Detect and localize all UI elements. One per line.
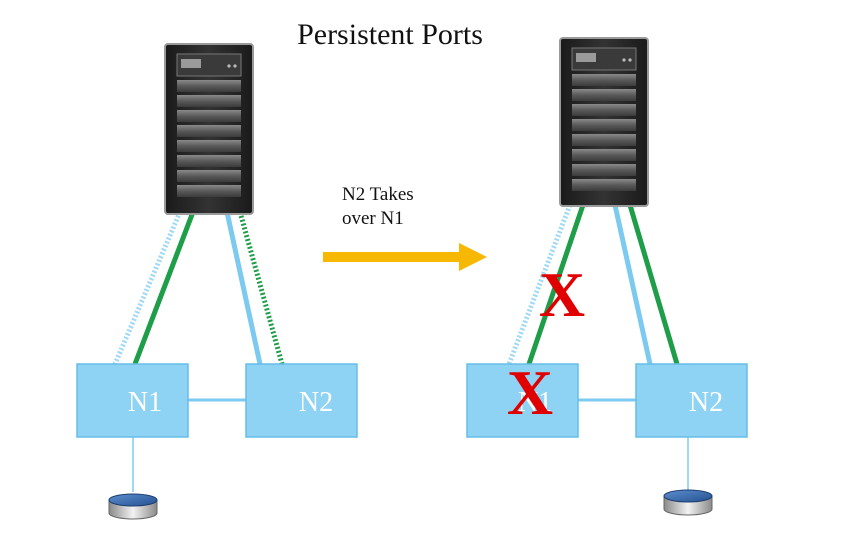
- failover-label-line2: over N1: [342, 208, 404, 229]
- right-topology: N1 N2 X X: [466, 37, 748, 516]
- left-standby-link-n1: [112, 211, 183, 365]
- left-node-n1: N1: [76, 363, 189, 438]
- right-storage-disk-icon: [663, 489, 713, 516]
- right-node-n1: N1: [466, 363, 579, 438]
- node-failure-mark: X: [507, 357, 553, 428]
- failover-label-line1: N2 Takes: [342, 184, 414, 205]
- left-active-link-n2: [224, 211, 263, 365]
- right-active-link-n2: [612, 204, 653, 365]
- left-active-link-n1: [132, 211, 196, 365]
- left-standby-link-n2: [237, 211, 285, 365]
- failover-arrow-label: N2 Takes over N1: [342, 183, 414, 231]
- right-server-rack-icon: [559, 37, 649, 207]
- failover-arrow-icon: [323, 243, 487, 271]
- right-failed-link-n1: [526, 204, 586, 365]
- link-failure-mark: X: [539, 259, 585, 330]
- left-storage-disk-icon: [108, 493, 158, 520]
- left-topology: N1 N2: [76, 43, 358, 520]
- diagram-title: Persistent Ports: [297, 18, 483, 51]
- right-node-n2: N2: [635, 363, 748, 438]
- left-node-n1-label: N1: [128, 387, 162, 418]
- right-node-n2-label: N2: [689, 387, 723, 418]
- right-standby-link-n1: [506, 204, 573, 365]
- right-node-n1-label: N1: [518, 387, 552, 418]
- left-node-n2: N2: [245, 363, 358, 438]
- left-node-n2-label: N2: [299, 387, 333, 418]
- left-server-rack-icon: [164, 43, 254, 215]
- right-takeover-link-n2: [627, 204, 680, 365]
